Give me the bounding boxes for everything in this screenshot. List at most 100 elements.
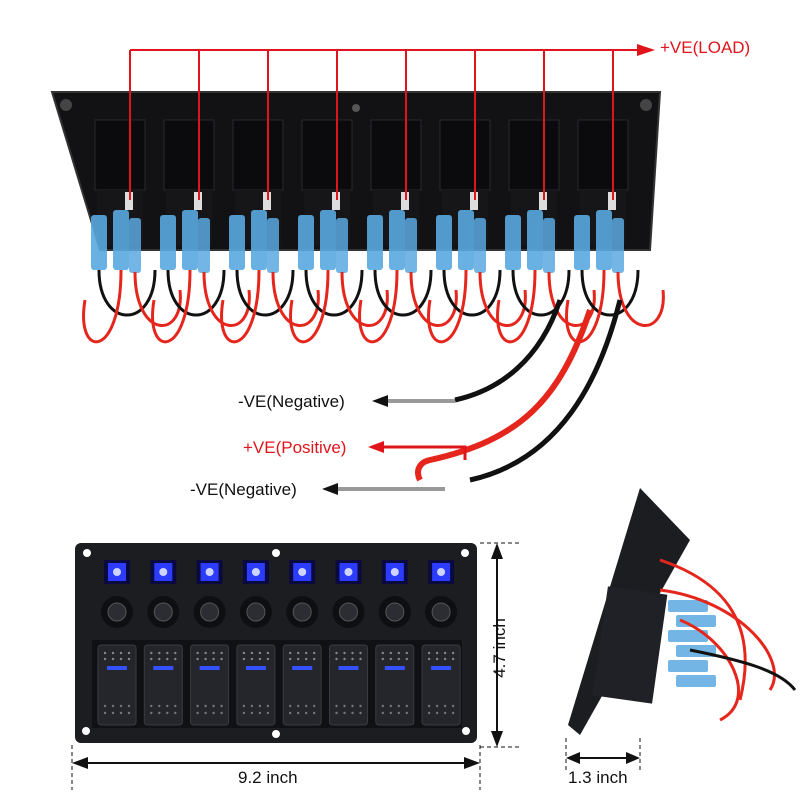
- rocker-dot: [435, 657, 439, 661]
- black-wire: [442, 269, 502, 317]
- rocker-dot: [111, 651, 115, 655]
- rocker-dot: [359, 657, 362, 661]
- led-glow: [437, 568, 446, 576]
- rocker-dot: [443, 651, 447, 655]
- rocker-dot: [150, 711, 153, 715]
- blue-connector: [574, 215, 590, 270]
- rocker-dot: [166, 711, 169, 715]
- rocker-dot: [242, 711, 246, 715]
- arrow-right-icon: [637, 44, 655, 56]
- blue-connector: [405, 218, 417, 273]
- rocker-dot: [158, 651, 161, 655]
- rocker-dot: [119, 657, 123, 661]
- rocker-dot: [435, 704, 439, 708]
- rocker-dot: [166, 657, 169, 661]
- rocker-dot: [381, 651, 384, 655]
- rocker-dot: [343, 704, 346, 708]
- red-wire: [151, 269, 192, 344]
- rocker-dot: [351, 711, 354, 715]
- rocker-dot: [266, 711, 270, 715]
- blue-connector: [527, 210, 543, 270]
- rocker-dot: [242, 651, 246, 655]
- spade-terminal: [539, 192, 547, 210]
- depth-dimension-label: 1.3 inch: [568, 768, 628, 787]
- rocker-dot: [196, 657, 199, 661]
- fuse-cap: [246, 602, 266, 622]
- rocker-dot: [212, 704, 215, 708]
- blue-connector: [596, 210, 612, 270]
- rocker-dot: [250, 704, 254, 708]
- blue-connector: [458, 210, 474, 270]
- rocker-switch: [236, 644, 276, 726]
- wires: [82, 269, 665, 344]
- rocker-dot: [204, 711, 207, 715]
- rocker-dot: [389, 657, 392, 661]
- rocker-dot: [174, 657, 177, 661]
- led-glow: [298, 568, 307, 576]
- width-dimension-label: 9.2 inch: [238, 768, 298, 787]
- fuse-cap: [292, 602, 312, 622]
- led-glow: [113, 568, 121, 576]
- rear-switch-body: [508, 119, 560, 191]
- rocker-dot: [212, 657, 215, 661]
- rocker-dot: [127, 651, 131, 655]
- blue-connector: [229, 215, 245, 270]
- blue-connector: [612, 218, 624, 273]
- blue-connector: [668, 600, 708, 612]
- rocker-dot: [266, 651, 270, 655]
- red-wire: [358, 269, 399, 344]
- rocker-dot: [389, 651, 392, 655]
- spade-terminal: [332, 192, 340, 210]
- rocker-dot: [297, 704, 300, 708]
- screw-hole: [352, 104, 360, 112]
- rocker-dot: [220, 651, 223, 655]
- rocker-dot: [443, 711, 447, 715]
- black-wire: [97, 269, 157, 317]
- arrow-left-icon: [322, 483, 338, 495]
- red-wire: [616, 271, 665, 327]
- rocker-dot: [196, 704, 199, 708]
- rear-switch-body: [232, 119, 284, 191]
- rocker-switch: [282, 644, 322, 726]
- rocker-dot: [258, 711, 262, 715]
- rear-switches: [91, 119, 629, 273]
- rocker-led-strip: [431, 666, 452, 670]
- rocker-led-strip: [245, 666, 266, 670]
- rocker-switch: [329, 644, 368, 726]
- rocker-dot: [158, 711, 161, 715]
- blue-connector: [505, 215, 521, 270]
- rocker-dot: [158, 704, 161, 708]
- rocker-led-strip: [107, 666, 127, 670]
- rocker-switch: [375, 644, 415, 726]
- rocker-dot: [405, 704, 408, 708]
- rocker-dot: [343, 657, 346, 661]
- blue-connector: [668, 630, 708, 642]
- blue-connector: [367, 215, 383, 270]
- rocker-dot: [250, 657, 254, 661]
- rocker-dot: [305, 711, 308, 715]
- rocker-dot: [220, 711, 223, 715]
- rocker-dot: [313, 657, 316, 661]
- blue-connector: [251, 210, 267, 270]
- dimension-height: [480, 542, 520, 748]
- rocker-dot: [103, 651, 107, 655]
- rear-switch-body: [163, 119, 215, 191]
- rocker-dot: [313, 651, 316, 655]
- positive-label: +VE(Positive): [243, 438, 347, 457]
- rocker-dot: [127, 711, 131, 715]
- rocker-dot: [119, 704, 123, 708]
- load-annotation: [129, 44, 655, 200]
- rear-switch-body: [577, 119, 629, 191]
- blue-connector: [129, 218, 141, 273]
- rocker-dot: [250, 651, 254, 655]
- height-dimension-label: 4.7 inch: [489, 618, 509, 678]
- rocker-dot: [174, 651, 177, 655]
- rocker-dot: [166, 651, 169, 655]
- rocker-dot: [166, 704, 169, 708]
- led-glow: [251, 568, 260, 576]
- rocker-dot: [103, 657, 107, 661]
- rocker-dot: [381, 704, 384, 708]
- red-wire: [427, 269, 468, 344]
- rocker-dot: [343, 651, 346, 655]
- blue-connector: [389, 210, 405, 270]
